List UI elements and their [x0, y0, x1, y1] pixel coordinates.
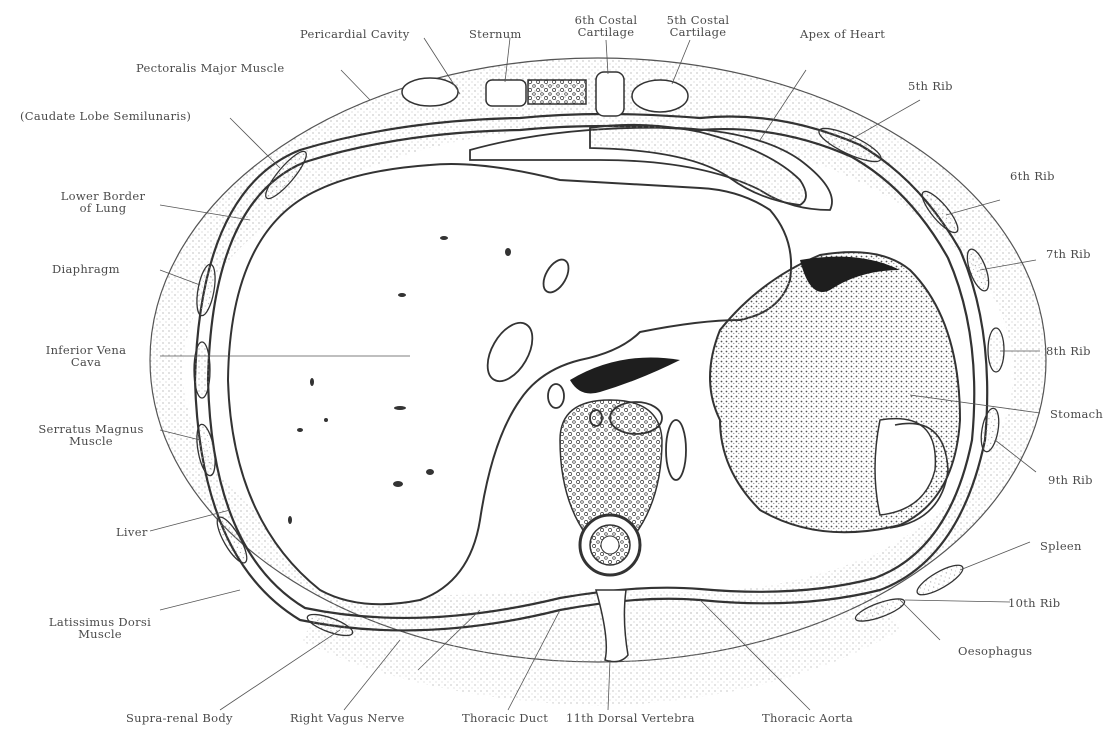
label-right-vagus-nerve: Right Vagus Nerve: [290, 712, 405, 724]
label-apex-of-heart: Apex of Heart: [800, 28, 885, 40]
label-thoracic-duct: Thoracic Duct: [462, 712, 548, 724]
label-ninth-rib: 9th Rib: [1048, 474, 1093, 486]
label-diaphragm: Diaphragm: [52, 263, 120, 275]
label-pericardial-cavity: Pericardial Cavity: [300, 28, 410, 40]
label-eighth-rib: 8th Rib: [1046, 345, 1091, 357]
label-spleen: Spleen: [1040, 540, 1082, 552]
label-eleventh-dorsal-vertebra: 11th Dorsal Vertebra: [566, 712, 695, 724]
label-sixth-rib: 6th Rib: [1010, 170, 1055, 182]
label-stomach: Stomach: [1050, 408, 1103, 420]
label-sixth-costal-cartilage: 6th Costal Cartilage: [556, 14, 656, 38]
label-liver: Liver: [116, 526, 148, 538]
label-lower-border-lung: Lower Border of Lung: [48, 190, 158, 214]
label-fifth-costal-cartilage: 5th Costal Cartilage: [648, 14, 748, 38]
label-caudate-lobe: (Caudate Lobe Semilunaris): [20, 110, 191, 122]
label-seventh-rib: 7th Rib: [1046, 248, 1091, 260]
label-oesophagus: Oesophagus: [958, 645, 1032, 657]
label-inferior-vena-cava: Inferior Vena Cava: [26, 344, 146, 368]
label-thoracic-aorta: Thoracic Aorta: [762, 712, 853, 724]
label-sternum: Sternum: [469, 28, 522, 40]
label-latissimus-dorsi: Latissimus Dorsi Muscle: [40, 616, 160, 640]
label-pectoralis-major: Pectoralis Major Muscle: [136, 62, 284, 74]
label-serratus-magnus: Serratus Magnus Muscle: [26, 423, 156, 447]
label-fifth-rib: 5th Rib: [908, 80, 953, 92]
label-tenth-rib: 10th Rib: [1008, 597, 1060, 609]
label-suprarenal-body: Supra-renal Body: [126, 712, 233, 724]
